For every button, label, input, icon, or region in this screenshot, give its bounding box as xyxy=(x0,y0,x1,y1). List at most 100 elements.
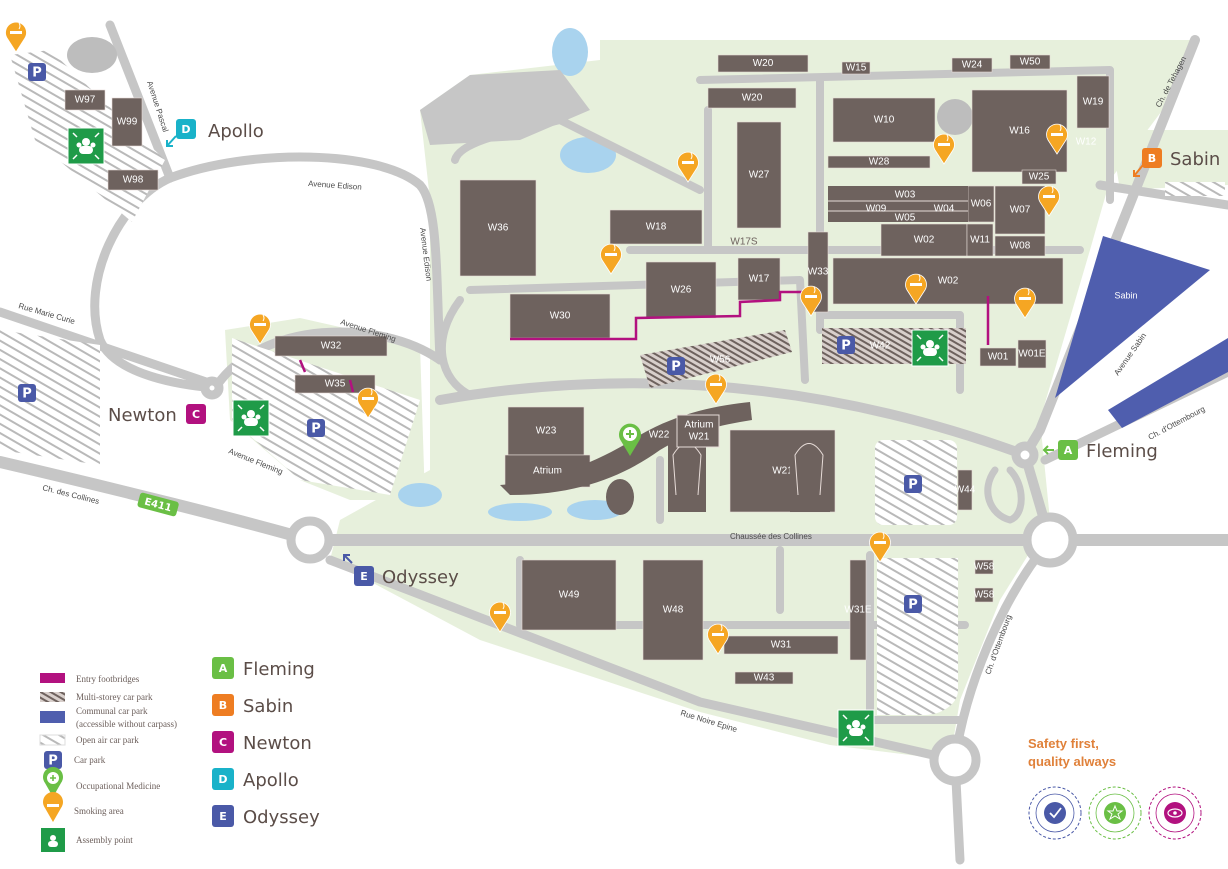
building-w21-wing xyxy=(790,440,830,512)
smoking-pin-icon[interactable] xyxy=(677,151,699,183)
building-label: W20 xyxy=(742,93,763,104)
building-w30[interactable]: W30 xyxy=(509,293,611,339)
building-w32[interactable]: W32 xyxy=(274,335,388,357)
smoking-pin-icon[interactable] xyxy=(489,601,511,633)
smoking-pin-icon[interactable] xyxy=(1014,287,1036,319)
building-w20[interactable]: W20 xyxy=(717,54,809,73)
building-w48[interactable]: W48 xyxy=(642,559,704,661)
building-w01e[interactable]: W01E xyxy=(1017,339,1047,369)
building-label: W31 xyxy=(771,640,792,651)
entrance-c-name: Newton xyxy=(108,405,177,426)
entrance-c-badge xyxy=(186,404,206,424)
entrance-d-name: Apollo xyxy=(208,121,264,142)
building-w26[interactable]: W26 xyxy=(645,261,717,319)
building-w02[interactable]: W02 xyxy=(880,223,968,257)
smoking-pin-icon[interactable] xyxy=(357,387,379,419)
parking-icon: P xyxy=(28,63,46,81)
entrance-c-newton[interactable]: C Newton xyxy=(108,404,206,426)
entrance-a-fleming[interactable]: A Fleming xyxy=(1042,440,1158,462)
building-w23[interactable]: W23 xyxy=(507,406,585,456)
legend-label: Multi-storey car park xyxy=(76,692,153,702)
building-label: W49 xyxy=(559,590,580,601)
building-w98[interactable]: W98 xyxy=(107,169,159,191)
parking-icon: P xyxy=(307,419,325,437)
building-w10[interactable]: W10 xyxy=(832,97,936,143)
smoking-pin-icon[interactable] xyxy=(5,21,27,53)
building-w97[interactable]: W97 xyxy=(64,89,106,111)
building-w19[interactable]: W19 xyxy=(1076,75,1110,129)
parking-letter: P xyxy=(908,598,918,613)
building-label: W58 xyxy=(974,590,995,601)
smoking-pin-icon[interactable] xyxy=(1038,185,1060,217)
building-w07[interactable]: W07 xyxy=(994,185,1046,235)
smoking-pin-icon[interactable] xyxy=(1046,123,1068,155)
building-w01[interactable]: W01 xyxy=(979,347,1017,367)
building-w43[interactable]: W43 xyxy=(734,671,794,685)
smoking-pin-icon[interactable] xyxy=(600,243,622,275)
building-w15[interactable]: W15 xyxy=(841,61,871,75)
building-label: W31E xyxy=(844,605,872,616)
smoking-pin-icon[interactable] xyxy=(869,531,891,563)
smoking-pin-icon[interactable] xyxy=(705,373,727,405)
assembly-point-icon xyxy=(911,329,949,367)
building-w99[interactable]: W99 xyxy=(111,97,143,147)
building-w28[interactable]: W28 xyxy=(827,155,931,169)
building-w58[interactable]: W58 xyxy=(974,559,995,575)
building-w06[interactable]: W06 xyxy=(967,185,995,223)
legend-entrance-name: Odyssey xyxy=(243,807,320,828)
assembly-point-icon xyxy=(41,828,65,852)
w03-label: W03 xyxy=(895,190,916,201)
building-w25[interactable]: W25 xyxy=(1021,169,1057,185)
smoking-pin-icon[interactable] xyxy=(249,313,271,345)
entrance-e-letter: E xyxy=(360,570,368,583)
atrium-w21-sub-label: W21 xyxy=(689,432,710,443)
sabin-park-label: Sabin xyxy=(1114,290,1137,300)
building-w58[interactable]: W58 xyxy=(974,587,995,603)
building-w11[interactable]: W11 xyxy=(966,223,994,257)
building-label: W32 xyxy=(321,341,342,352)
building-w20[interactable]: W20 xyxy=(707,87,797,109)
smoking-pin-icon[interactable] xyxy=(933,133,955,165)
building-label: W24 xyxy=(962,60,983,71)
parking-letter: P xyxy=(671,360,681,375)
smoking-pin-icon[interactable] xyxy=(707,623,729,655)
assembly-points xyxy=(67,127,949,747)
building-w44[interactable]: W44 xyxy=(955,469,976,511)
building-w36[interactable]: W36 xyxy=(459,179,537,277)
building-label: W08 xyxy=(1010,241,1031,252)
legend-label: Car park xyxy=(74,755,106,765)
legend-label: Smoking area xyxy=(74,806,124,816)
entrance-b-letter: B xyxy=(1148,152,1156,165)
entrance-d-apollo[interactable]: D Apollo xyxy=(166,119,264,147)
medicine-pin-icon xyxy=(43,767,63,797)
legend-entrance-name: Apollo xyxy=(243,770,299,791)
building-w08[interactable]: W08 xyxy=(994,235,1046,257)
building-w50[interactable]: W50 xyxy=(1009,54,1051,70)
entrance-e-odyssey[interactable]: E Odyssey xyxy=(343,554,459,588)
building-w27[interactable]: W27 xyxy=(736,121,782,229)
smoking-pin-icon[interactable] xyxy=(800,285,822,317)
building-label: W25 xyxy=(1029,172,1050,183)
building-label: W02 xyxy=(914,235,935,246)
legend-entrance-name: Fleming xyxy=(243,659,315,680)
roundabouts xyxy=(200,376,1078,786)
entrance-e-name: Odyssey xyxy=(382,567,459,588)
assembly-point-icon xyxy=(232,399,270,437)
building-w35[interactable]: W35 xyxy=(294,374,376,394)
building-w18[interactable]: W18 xyxy=(609,209,703,245)
legend-label: Communal car park xyxy=(76,706,148,716)
entrance-b-sabin[interactable]: B Sabin xyxy=(1133,148,1220,177)
parking-icon: P xyxy=(667,357,685,375)
building-w17[interactable]: W17 xyxy=(737,257,781,301)
building-complex-w03[interactable]: W03 W09 W04 W05 xyxy=(828,186,968,224)
smoking-pin-icon[interactable] xyxy=(905,273,927,305)
building-w49[interactable]: W49 xyxy=(521,559,617,631)
e411-highway-badge: E411 xyxy=(137,492,179,517)
legend-label: Assembly point xyxy=(76,835,133,845)
occupational-medicine-pin-icon[interactable] xyxy=(619,423,641,456)
building-w31e[interactable]: W31E xyxy=(844,559,872,661)
building-w31[interactable]: W31 xyxy=(723,635,839,655)
entrance-a-letter: A xyxy=(1064,444,1073,457)
entrance-d-letter: D xyxy=(181,123,190,136)
building-w24[interactable]: W24 xyxy=(951,57,993,73)
